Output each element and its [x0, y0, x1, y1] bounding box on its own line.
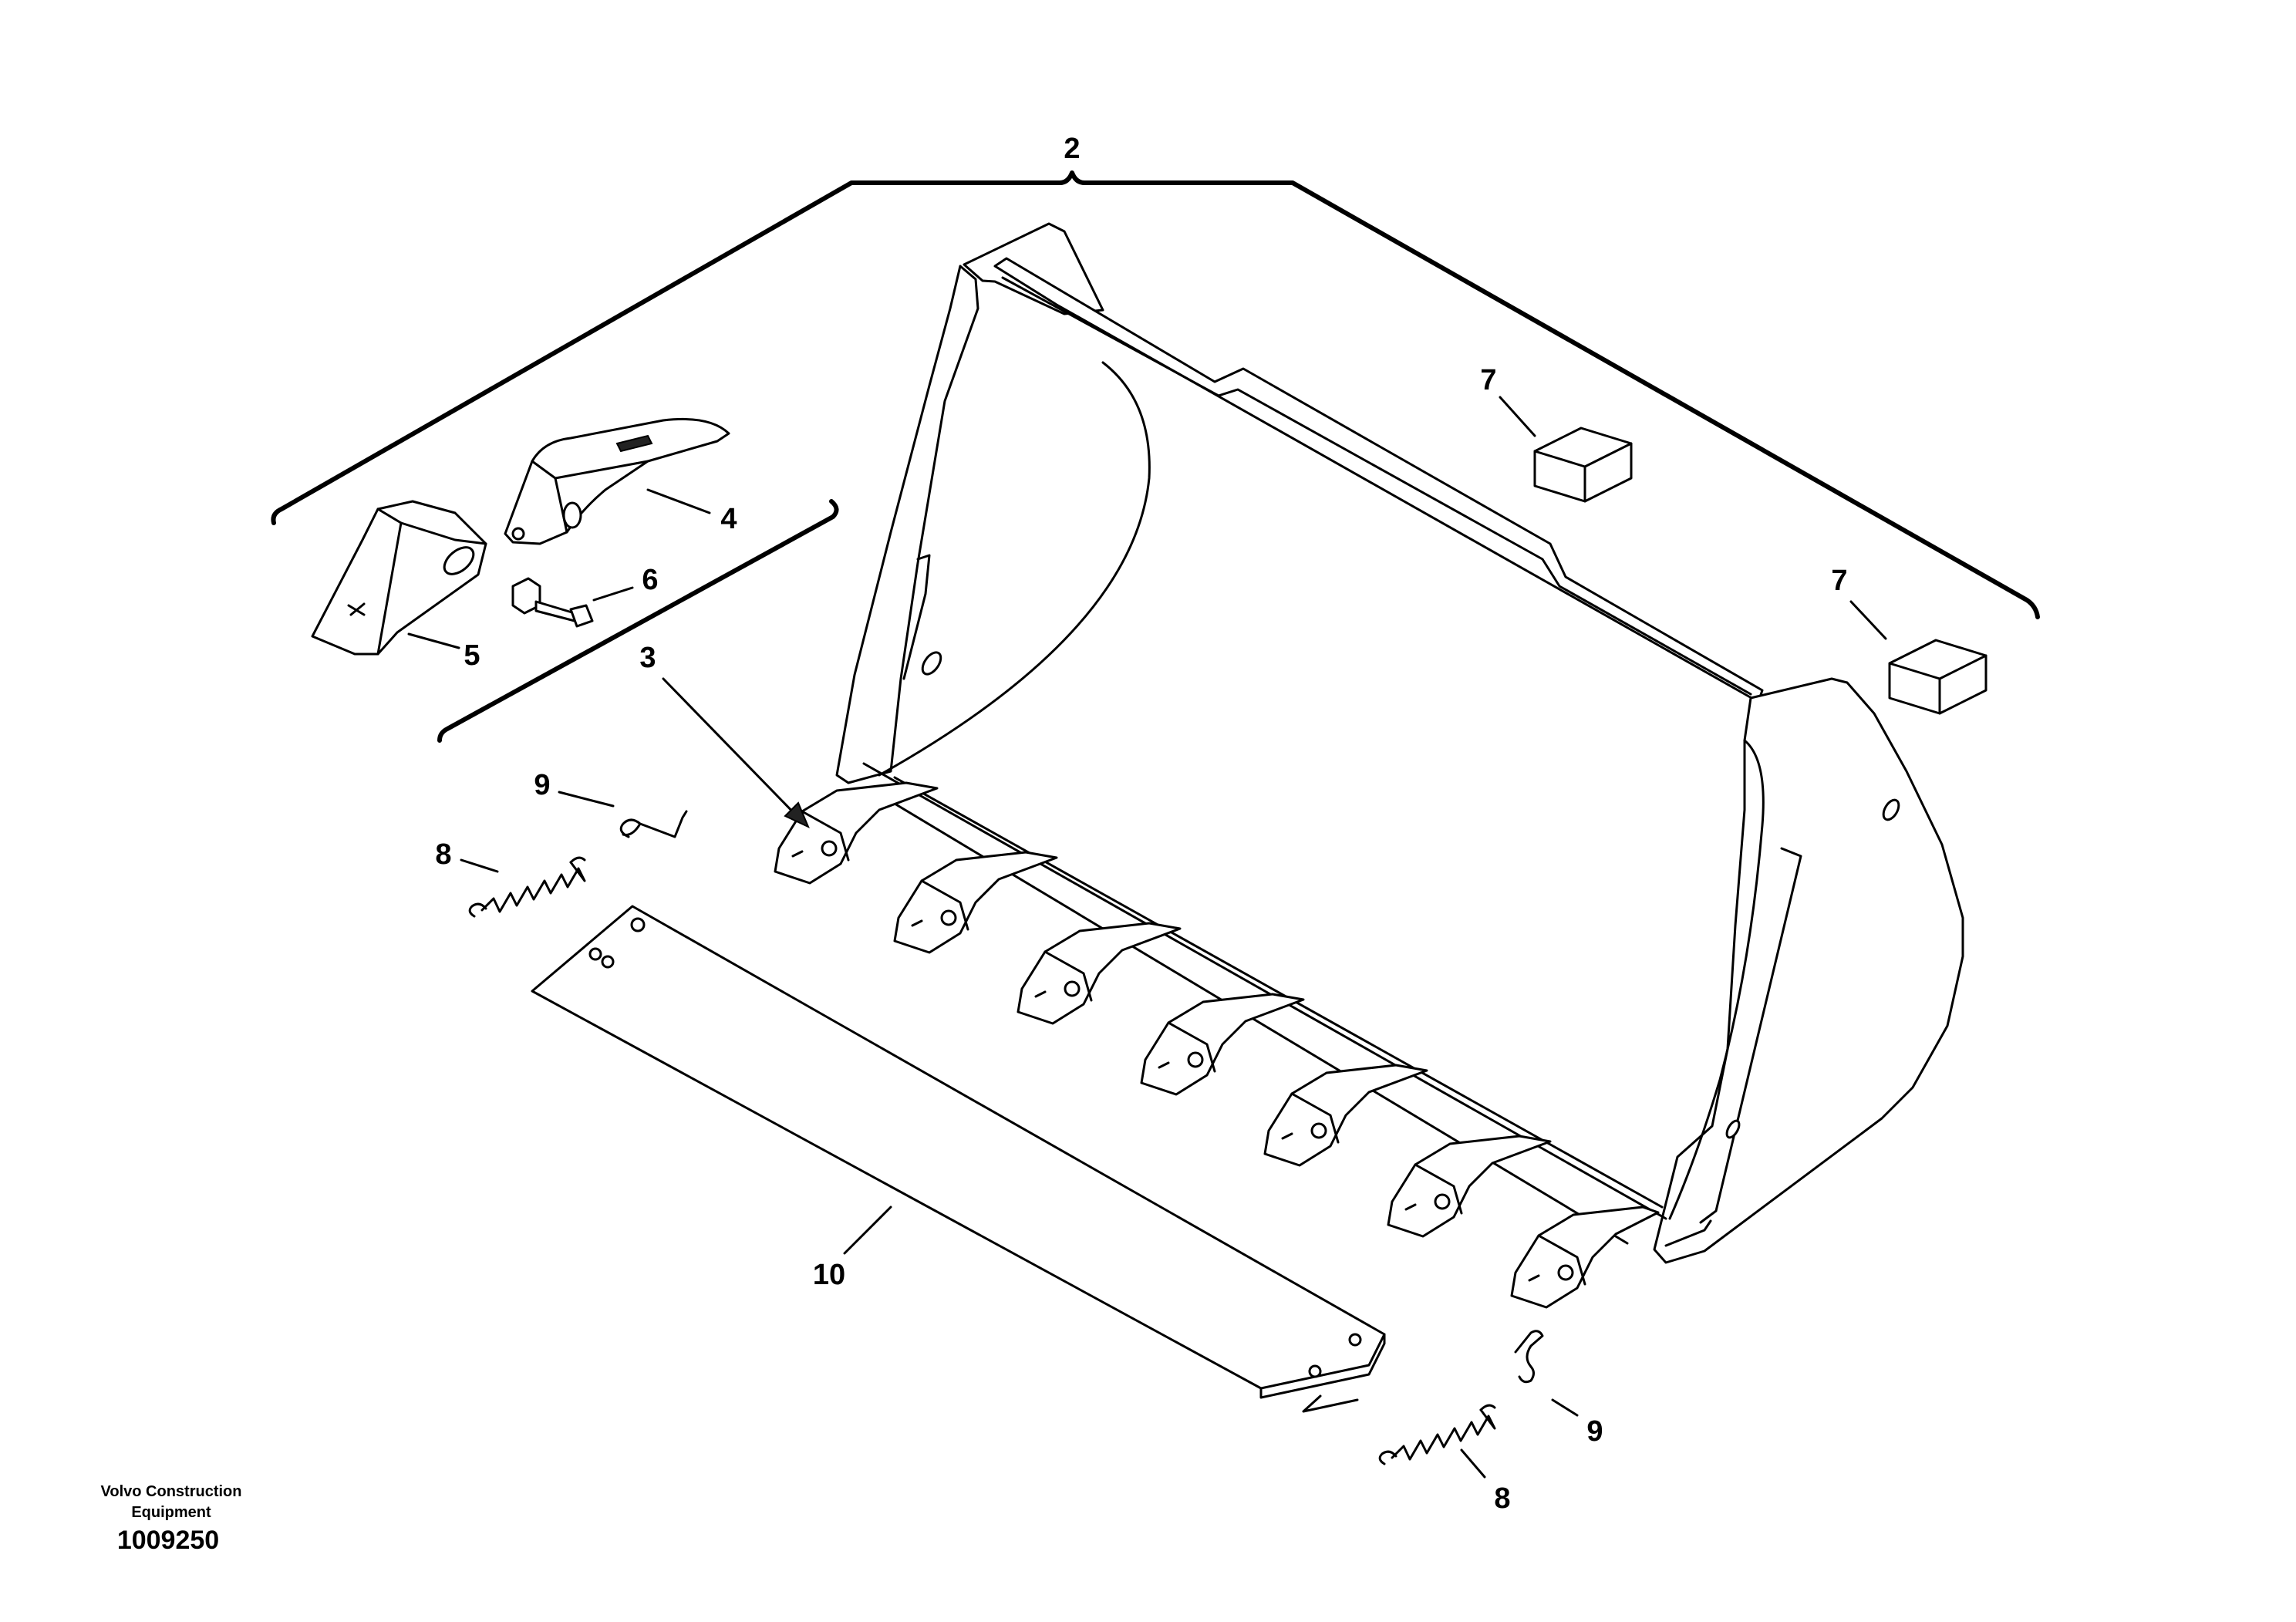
callout-10: 10	[813, 1259, 845, 1291]
callout-7-upper: 7	[1480, 364, 1496, 396]
part-pin	[511, 577, 594, 628]
leader-item-7-lower	[1849, 600, 1887, 640]
leader-item-4	[646, 488, 711, 514]
part-block-upper	[1533, 427, 1633, 503]
leader-item-9-right	[1551, 1398, 1579, 1417]
callout-7-lower: 7	[1831, 565, 1847, 597]
leader-item-10	[843, 1206, 892, 1255]
bracket-item-2	[271, 170, 2040, 619]
callout-9-left: 9	[534, 769, 550, 801]
footer-manufacturer-line2: Equipment	[131, 1504, 211, 1521]
leader-item-5	[407, 632, 460, 649]
part-clip-left	[619, 810, 688, 838]
bucket-teeth-row	[774, 781, 1660, 1309]
footer-manufacturer-line1: Volvo Construction	[101, 1483, 242, 1500]
part-spring-left	[468, 856, 586, 918]
leader-item-7-upper	[1499, 396, 1536, 437]
part-tooth-adapter	[504, 417, 730, 545]
callout-3: 3	[639, 642, 656, 674]
mounted-tooth-7	[1510, 1206, 1660, 1309]
footer-illustration-code: 1009250	[117, 1526, 219, 1555]
leader-item-8-left	[460, 858, 499, 873]
callout-8-right: 8	[1494, 1482, 1510, 1515]
mounted-tooth-2	[893, 851, 1058, 954]
part-tooth-block	[311, 500, 487, 656]
part-clip-right	[1514, 1330, 1544, 1384]
bracket-item-3	[437, 499, 839, 743]
callout-4: 4	[720, 503, 737, 535]
bucket-body	[835, 222, 1964, 1264]
leader-item-6	[592, 586, 634, 602]
leader-item-3	[662, 677, 804, 823]
mounted-tooth-5	[1263, 1064, 1428, 1167]
leader-item-9-left	[558, 791, 615, 808]
mounted-tooth-6	[1387, 1135, 1552, 1238]
arrow-item-3	[784, 801, 810, 829]
part-spring-right	[1378, 1404, 1496, 1465]
callout-8-left: 8	[435, 838, 451, 871]
callout-9-right: 9	[1586, 1415, 1603, 1448]
mounted-tooth-1	[774, 781, 939, 885]
callout-2: 2	[1064, 133, 1080, 165]
callout-6: 6	[642, 564, 658, 596]
part-block-lower	[1888, 639, 1988, 715]
callout-5: 5	[464, 639, 480, 672]
mounted-tooth-4	[1140, 993, 1305, 1096]
part-edge-plate	[531, 905, 1386, 1413]
mounted-tooth-3	[1017, 922, 1182, 1025]
leader-item-8-right	[1460, 1448, 1486, 1479]
